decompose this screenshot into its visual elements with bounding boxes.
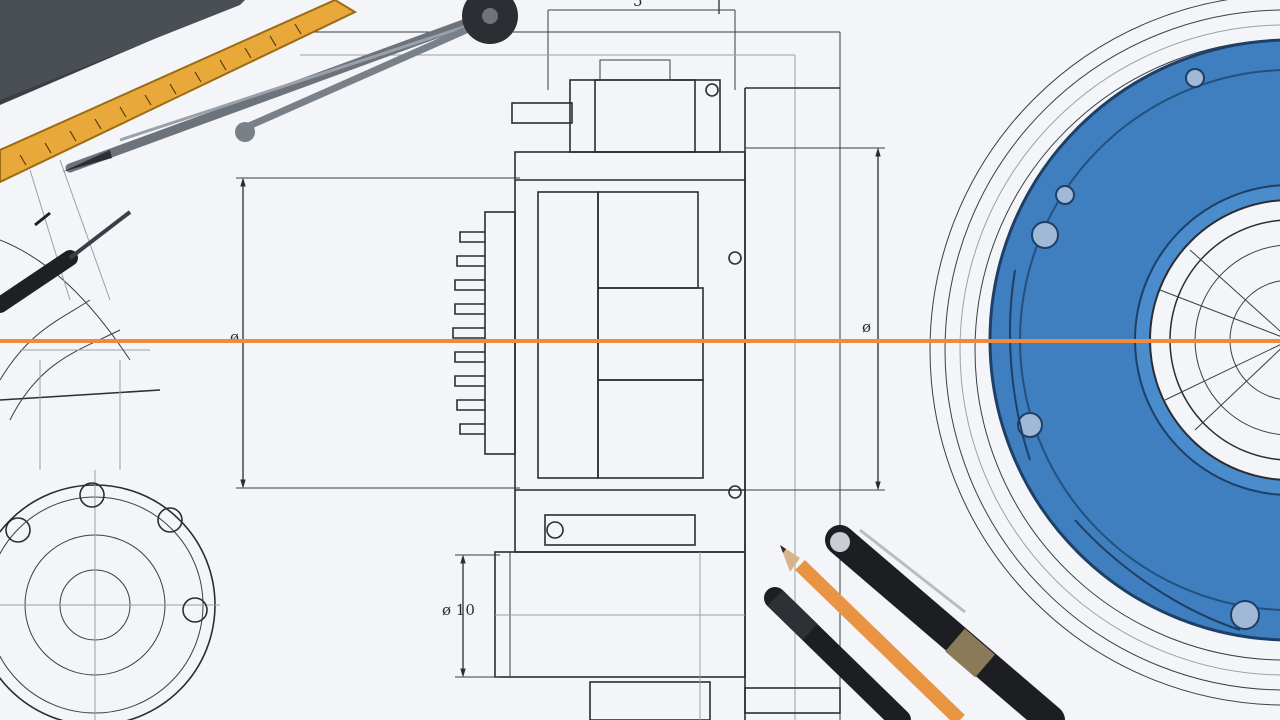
dimension-label-top: 5 <box>633 0 643 10</box>
steel-ruler <box>0 0 245 105</box>
gear-sketch-left <box>0 159 220 720</box>
wooden-ruler <box>0 0 358 184</box>
dimension-label-right: ø <box>862 318 871 336</box>
black-pen <box>764 587 911 720</box>
black-fountain-pen <box>825 525 1065 720</box>
dimension-label-bottom: ø 10 <box>442 601 475 619</box>
ink-pen <box>0 210 132 313</box>
disc-outline-rings <box>929 0 1280 706</box>
drafting-compass <box>62 0 518 173</box>
gear-teeth <box>452 211 516 455</box>
dimension-label-left: ø <box>230 328 239 346</box>
orange-pencil <box>780 545 965 720</box>
